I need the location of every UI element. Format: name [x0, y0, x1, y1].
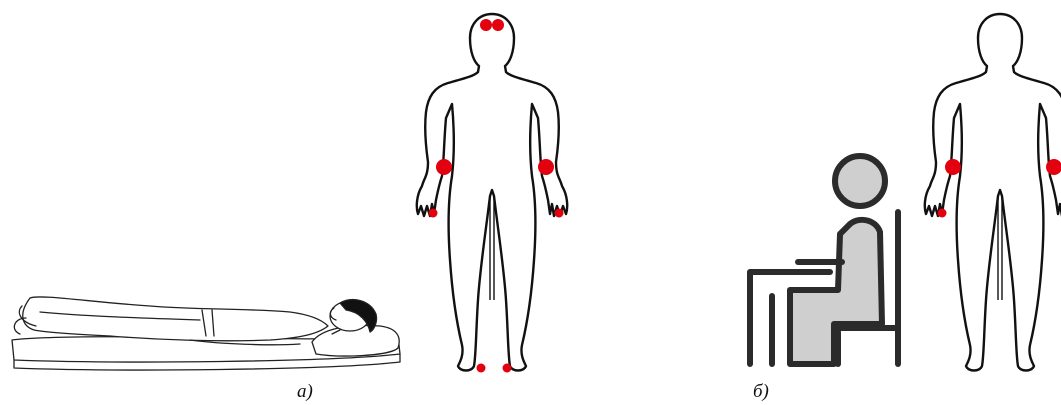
body-outline-icon [417, 14, 567, 371]
body-outline-icon [925, 14, 1061, 371]
marker-foot-left [477, 364, 486, 373]
lying-person-icon [12, 297, 400, 370]
marker-hand-right [555, 209, 564, 218]
marker-hand-left [938, 209, 947, 218]
panel-b-caption: б) [753, 382, 769, 401]
panel-a-caption: а) [297, 382, 313, 401]
marker-wrist-right [538, 159, 554, 175]
marker-eye-right [492, 19, 504, 31]
marker-wrist-left [436, 159, 452, 175]
marker-eye-left [480, 19, 492, 31]
marker-hand-left [429, 209, 438, 218]
marker-wrist-left [945, 159, 961, 175]
marker-foot-right [503, 364, 512, 373]
